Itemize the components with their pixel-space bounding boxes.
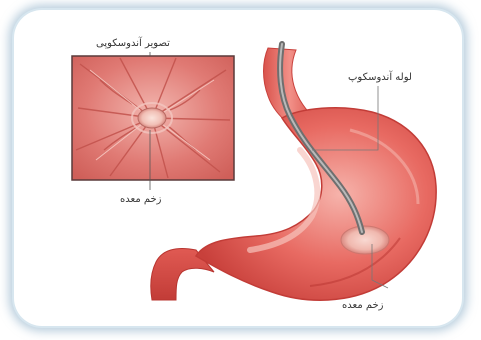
label-endoscope-tube: لوله آندوسکوپ <box>348 72 412 83</box>
inset-ulcer <box>138 108 166 128</box>
label-endoscopy-image: تصویر آندوسکوپی <box>96 38 170 49</box>
label-ulcer-inset: زخم معده <box>120 194 162 205</box>
stomach-ulcer <box>341 226 389 254</box>
label-ulcer-stomach: زخم معده <box>342 300 384 311</box>
